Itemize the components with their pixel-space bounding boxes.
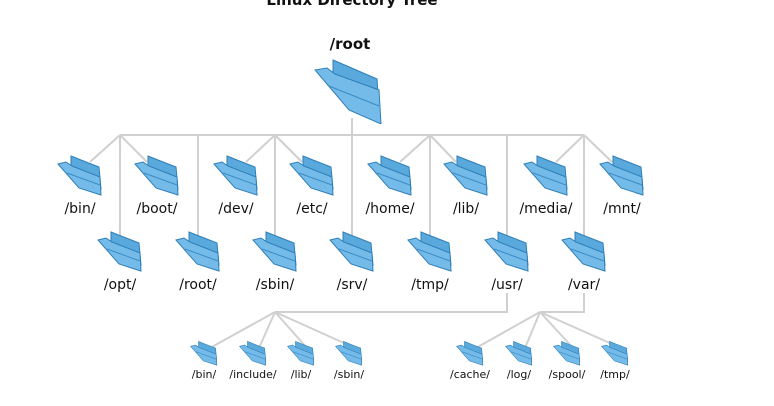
folder-icon — [175, 231, 220, 272]
folder-icon — [599, 155, 644, 196]
usr-edge-1 — [258, 311, 276, 349]
var-child-tmp-label: /tmp/ — [600, 368, 630, 381]
folder-icon — [484, 231, 529, 272]
edge-top-0 — [89, 134, 121, 163]
folder-tmp-bottom[interactable]: /tmp/ — [375, 230, 485, 295]
usr-edge-2 — [274, 311, 308, 349]
folder-etc-top[interactable]: /etc/ — [257, 154, 367, 219]
folder-lib-top-label: /lib/ — [452, 201, 480, 217]
folder-var-bottom-label: /var/ — [567, 277, 601, 293]
folder-opt-bottom-label: /opt/ — [103, 277, 137, 293]
edge-top-6 — [555, 134, 585, 163]
folder-opt-bottom[interactable]: /opt/ — [65, 230, 175, 295]
diagram-title: Linux Directory Tree — [266, 0, 438, 9]
folder-bin-top-label: /bin/ — [64, 201, 96, 217]
usr-edge-3 — [274, 311, 356, 349]
folder-sbin-bottom-label: /sbin/ — [255, 277, 295, 293]
usr-child-bin-label: /bin/ — [191, 368, 217, 381]
folder-mnt-top-label: /mnt/ — [603, 201, 641, 217]
var-child-log-label: /log/ — [506, 368, 532, 381]
folder-sbin-bottom[interactable]: /sbin/ — [220, 230, 330, 295]
folder-icon — [213, 155, 258, 196]
var-child-log[interactable]: /log/ — [464, 340, 574, 386]
folder-srv-bottom[interactable]: /srv/ — [297, 230, 407, 295]
folder-icon — [367, 155, 412, 196]
folder-media-top-label: /media/ — [519, 201, 573, 217]
folder-icon — [329, 231, 374, 272]
folder-icon — [252, 231, 297, 272]
edge-top-5 — [429, 134, 457, 163]
folder-srv-bottom-label: /srv/ — [336, 277, 368, 293]
folder-icon — [456, 340, 484, 366]
root-label: /root — [329, 35, 371, 53]
folder-usr-bottom-label: /usr/ — [491, 277, 523, 293]
var-edge-1 — [524, 311, 541, 349]
folder-icon — [134, 155, 179, 196]
folder-icon — [407, 231, 452, 272]
folder-root-bottom-label: /root/ — [179, 277, 217, 293]
folder-mnt-top[interactable]: /mnt/ — [567, 154, 677, 219]
folder-icon — [505, 340, 533, 366]
folder-icon — [97, 231, 142, 272]
edge-top-7 — [583, 134, 613, 163]
folder-icon — [335, 340, 363, 366]
usr-child-lib[interactable]: /lib/ — [246, 340, 356, 386]
var-edge-0 — [475, 311, 541, 349]
folder-icon — [553, 340, 581, 366]
folder-media-top[interactable]: /media/ — [491, 154, 601, 219]
folder-tmp-bottom-label: /tmp/ — [411, 277, 449, 293]
var-edge-2 — [539, 311, 574, 349]
usr-connector — [275, 293, 508, 313]
folder-icon — [443, 155, 488, 196]
folder-bin-top[interactable]: /bin/ — [25, 154, 135, 219]
usr-child-lib-label: /lib/ — [290, 368, 312, 381]
folder-dev-top[interactable]: /dev/ — [181, 154, 291, 219]
folder-usr-bottom[interactable]: /usr/ — [452, 230, 562, 295]
folder-icon — [314, 59, 382, 124]
folder-etc-top-label: /etc/ — [296, 201, 328, 217]
var-child-spool-label: /spool/ — [548, 368, 586, 381]
folder-icon — [561, 231, 606, 272]
root-node[interactable] — [313, 58, 383, 124]
folder-home-top-label: /home/ — [365, 201, 415, 217]
usr-child-sbin[interactable]: /sbin/ — [294, 340, 404, 386]
usr-child-sbin-label: /sbin/ — [333, 368, 365, 381]
usr-edge-0 — [209, 311, 276, 349]
usr-child-include-label: /include/ — [229, 368, 277, 381]
usr-child-bin[interactable]: /bin/ — [149, 340, 259, 386]
folder-icon — [190, 340, 218, 366]
folder-dev-top-label: /dev/ — [218, 201, 254, 217]
var-child-cache-label: /cache/ — [450, 368, 490, 381]
folder-boot-top-label: /boot/ — [136, 201, 178, 217]
edge-top-3 — [274, 134, 303, 163]
folder-root-bottom[interactable]: /root/ — [143, 230, 253, 295]
var-edge-3 — [539, 311, 622, 349]
var-child-spool[interactable]: /spool/ — [512, 340, 622, 386]
folder-icon — [287, 340, 315, 366]
edge-top-2 — [245, 134, 276, 163]
folder-icon — [601, 340, 629, 366]
folder-icon — [57, 155, 102, 196]
var-connector — [540, 293, 585, 313]
var-child-tmp[interactable]: /tmp/ — [560, 340, 670, 386]
folder-lib-top[interactable]: /lib/ — [411, 154, 521, 219]
folder-boot-top[interactable]: /boot/ — [102, 154, 212, 219]
folder-icon — [239, 340, 267, 366]
folder-icon — [523, 155, 568, 196]
folder-var-bottom[interactable]: /var/ — [529, 230, 639, 295]
folder-icon — [289, 155, 334, 196]
edge-top-1 — [119, 134, 148, 163]
var-child-cache[interactable]: /cache/ — [415, 340, 525, 386]
usr-child-include[interactable]: /include/ — [198, 340, 308, 386]
edge-top-4 — [399, 134, 431, 163]
folder-home-top[interactable]: /home/ — [335, 154, 445, 219]
